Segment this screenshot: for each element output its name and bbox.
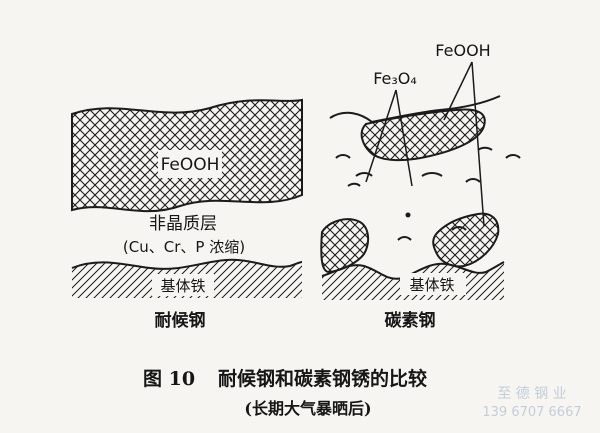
feooh-annotation-label: FeOOH xyxy=(435,41,490,60)
watermark-company: 至 德 钢 业 xyxy=(497,386,566,402)
carbon-steel-panel: 基体铁 碳素钢 Fe₃O₄ FeOOH xyxy=(320,41,521,331)
weathering-steel-name: 耐候钢 xyxy=(155,310,206,331)
right-base-iron-label: 基体铁 xyxy=(409,276,454,294)
figure-subtitle: (长期大气暴晒后) xyxy=(244,399,371,418)
figure-number: 图 10 xyxy=(143,368,195,390)
upper-rust-blob xyxy=(360,108,486,162)
watermark: 至 德 钢 业 139 6707 6667 xyxy=(482,386,581,420)
amorphous-layer-label: 非晶质层 xyxy=(149,214,217,234)
feooh-label-backdrop xyxy=(158,150,222,178)
weathering-base-iron-surface xyxy=(71,258,303,270)
figure-title: 耐候钢和碳素钢锈的比较 xyxy=(218,367,427,390)
watermark-phone: 139 6707 6667 xyxy=(482,405,581,420)
carbon-base-iron-surface xyxy=(321,261,505,280)
annotation-leader-lines xyxy=(365,61,485,227)
feooh-rust-label: FeOOH xyxy=(161,155,220,175)
fe3o4-label: Fe₃O₄ xyxy=(373,69,417,88)
carbon-steel-name: 碳素钢 xyxy=(385,310,436,331)
right-base-label-backdrop xyxy=(400,273,466,295)
left-base-iron-label: 基体铁 xyxy=(160,277,205,295)
left-pit-rust-blob xyxy=(320,218,370,273)
right-pit-rust-blob xyxy=(432,212,500,268)
rust-particle-dot xyxy=(405,212,411,218)
figure-caption: 图 10 耐候钢和碳素钢锈的比较 (长期大气暴晒后) xyxy=(143,367,427,418)
weathering-steel-panel: FeOOH 非晶质层 (Cu、Cr、P 浓缩) 基体铁 耐候钢 xyxy=(71,98,303,331)
alloy-enrichment-label: (Cu、Cr、P 浓缩) xyxy=(123,238,245,256)
left-base-label-backdrop xyxy=(152,274,214,296)
